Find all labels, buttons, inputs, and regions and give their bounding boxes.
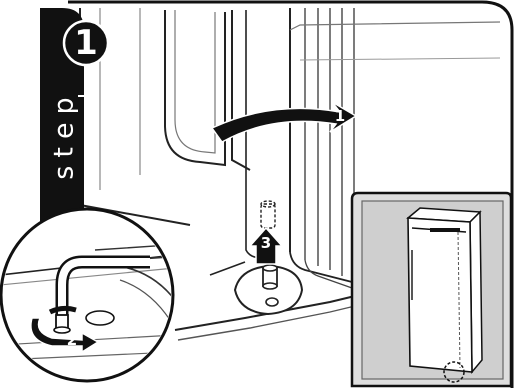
diagram-frame [68, 0, 514, 388]
step-number-badge [62, 19, 110, 67]
refrigerator-icon [406, 207, 483, 375]
lift-pin-arrow [248, 226, 284, 265]
wrench-rotate-arrow [30, 317, 100, 354]
hinge-pin-removed [260, 200, 276, 229]
hinge-location-marker [443, 361, 465, 383]
bottom-hinge-plate [233, 264, 304, 316]
callout-3-label: 3 [260, 234, 272, 252]
wrench-detail-inset [0, 207, 175, 383]
hinge-pin [262, 264, 278, 290]
refrigerator-interior-drawing [79, 8, 501, 341]
callout-2-label: 2 [66, 331, 78, 349]
refrigerator-overview-inset [350, 191, 513, 388]
callout-1-label: 1 [334, 107, 346, 125]
step-word: step [44, 64, 84, 204]
door-swing-arrow [210, 101, 358, 143]
step-number: 1 [74, 23, 98, 63]
step-word-text: step [48, 88, 80, 180]
